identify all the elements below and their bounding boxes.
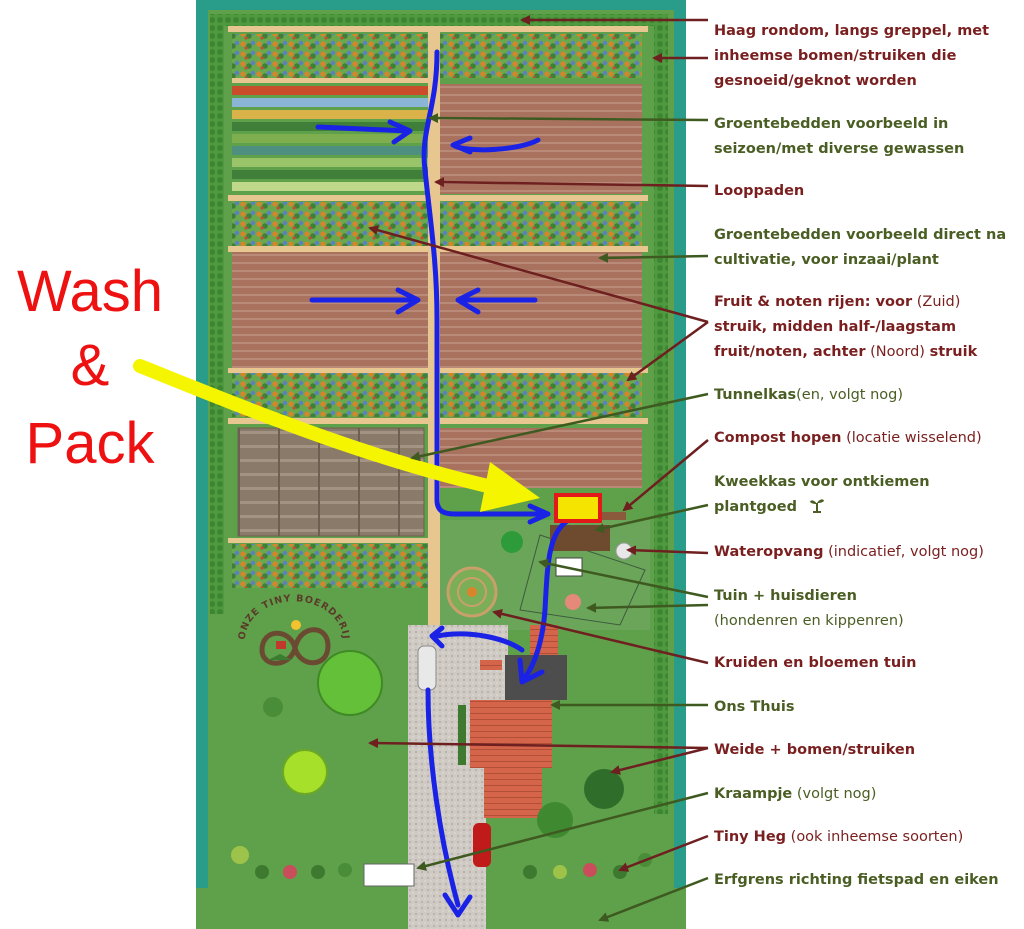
label-tunnelkas: Tunnelkas(en, volgt nog) xyxy=(714,387,904,403)
label-kweekkas: Kweekkas voor ontkiemen plantgoed xyxy=(714,474,930,515)
house-roof xyxy=(470,700,552,768)
car xyxy=(473,823,491,867)
veg-bed xyxy=(440,34,642,78)
hedge-top xyxy=(210,14,668,26)
path-strip xyxy=(228,538,428,543)
hedge-left xyxy=(210,14,224,614)
shrub xyxy=(584,769,624,809)
label-tiny-heg: Tiny Heg (ook inheemse soorten) xyxy=(714,829,964,845)
tree xyxy=(282,749,328,795)
tree xyxy=(501,531,523,553)
label-wateropvang: Wateropvang (indicatief, volgt nog) xyxy=(714,544,984,560)
label-fruit-noten: Fruit & noten rijen: voor (Zuid) struik,… xyxy=(714,294,978,360)
path-strip xyxy=(232,78,428,83)
pack-text: Pack xyxy=(25,411,155,476)
leader-arrows xyxy=(368,15,709,922)
hedge-right xyxy=(654,14,668,814)
soil-bed xyxy=(440,84,642,194)
market-stall xyxy=(363,863,415,887)
dog-run xyxy=(519,534,646,626)
label-compost: Compost hopen (locatie wisselend) xyxy=(714,430,982,446)
soil-bed xyxy=(232,252,428,368)
label-kruiden: Kruiden en bloemen tuin xyxy=(714,655,917,671)
veg-bed xyxy=(232,544,428,588)
house-roof xyxy=(480,660,502,670)
label-weide: Weide + bomen/struiken xyxy=(714,742,916,758)
fruit-row xyxy=(440,202,642,246)
label-erfgrens: Erfgrens richting fietspad en eiken xyxy=(714,872,999,888)
veg-bed xyxy=(232,34,428,78)
label-tuin-huisdieren: Tuin + huisdieren (hondenren en kippenre… xyxy=(714,588,904,629)
pond xyxy=(565,594,581,610)
compost-heaps xyxy=(602,512,626,520)
label-looppaden: Looppaden xyxy=(714,183,805,199)
wash-pack-location xyxy=(554,493,602,523)
yellow-pointer-arrow xyxy=(133,359,540,512)
label-kraampje: Kraampje (volgt nog) xyxy=(714,786,877,802)
shrub xyxy=(263,697,283,717)
house-roof xyxy=(484,768,542,818)
top-path xyxy=(228,26,648,32)
car xyxy=(417,645,437,691)
tree xyxy=(317,650,383,716)
wash-text: Wash xyxy=(16,259,164,324)
sprout-icon xyxy=(810,499,825,513)
ampersand-text: & xyxy=(70,333,110,398)
label-ons-thuis: Ons Thuis xyxy=(714,699,795,715)
fruit-row xyxy=(232,202,428,246)
fruit-row xyxy=(440,373,642,417)
hedge-vertical xyxy=(458,705,466,765)
